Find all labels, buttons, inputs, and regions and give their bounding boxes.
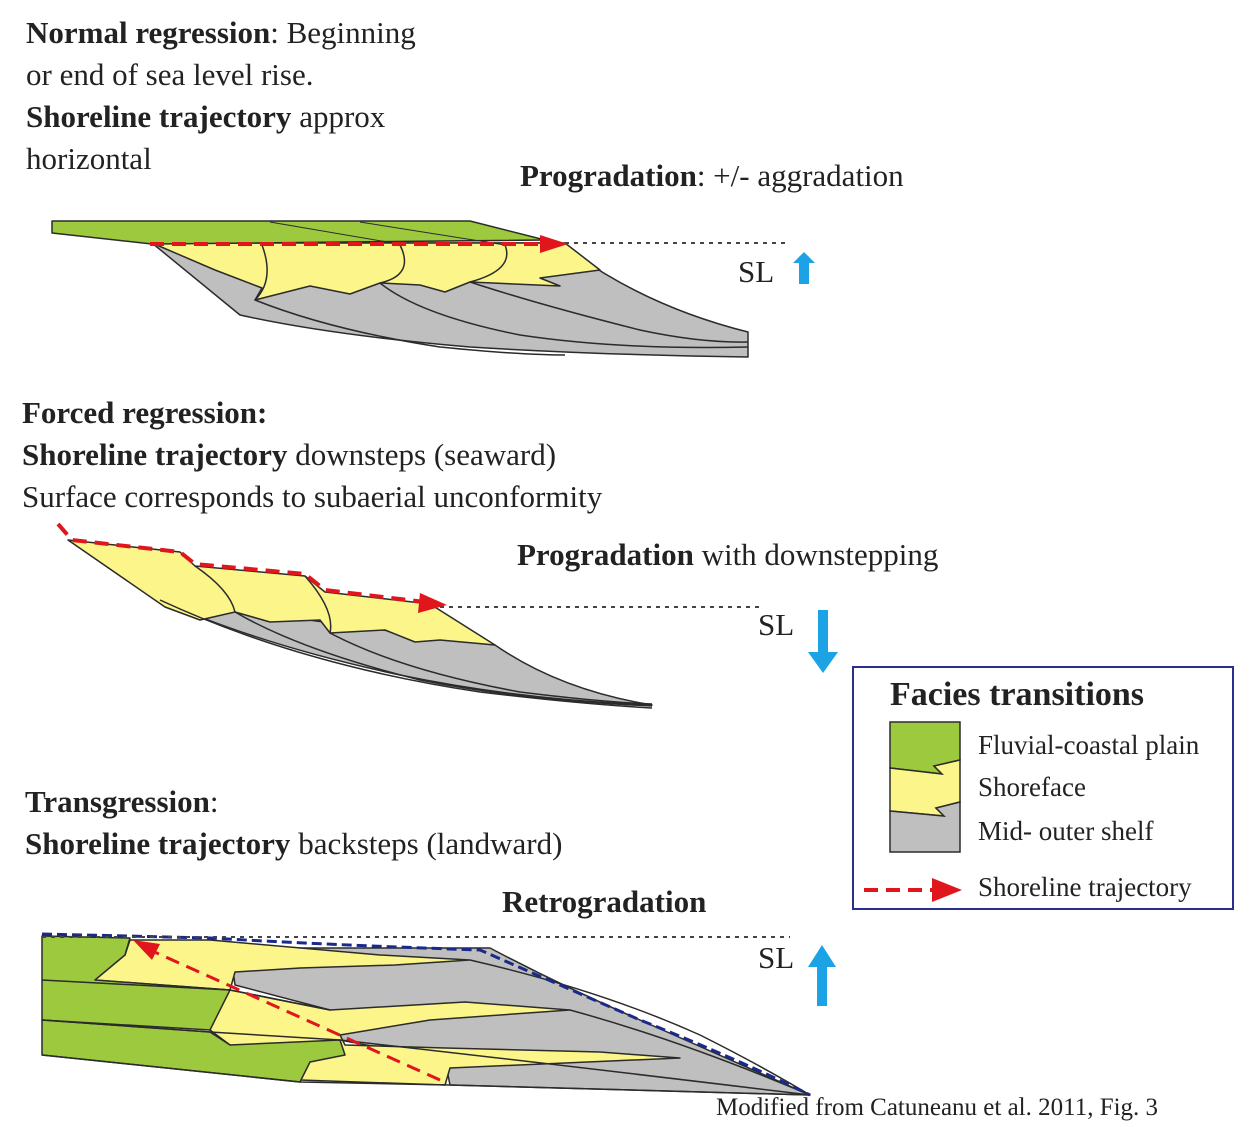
transgression-bedding-line [41,1019,811,1096]
forced-regression-process: Progradation with downstepping [517,537,938,573]
forced-sl-arrow-down [808,610,838,673]
normal-clinoform [379,244,749,349]
forced-regression-trajectory-label: Shoreline trajectory [22,437,288,472]
transgression-bedding-line [469,959,811,1096]
transgression-sl-label: SL [758,940,795,975]
normal-clinoform [269,221,506,246]
legend-item-shelf: Mid- outer shelf [978,816,1154,846]
forced-regression-line3: Surface corresponds to subaerial unconfo… [22,479,603,514]
forced-shelf-facies [159,599,653,706]
transgression-process: Retrogradation [502,884,707,919]
legend-swatches [864,721,962,902]
forced-clinoform [159,599,653,709]
forced-clinoform [194,565,653,707]
forced-regression-caption: Forced regression: Shoreline trajectory … [22,392,602,518]
source-credit: Modified from Catuneanu et al. 2011, Fig… [716,1094,1159,1121]
normal-regression-trajectory-text: approx [291,99,386,134]
transgression-trajectory-label: Shoreline trajectory [25,826,291,861]
transgression-bedding-line [41,979,331,1011]
normal-clinoform [469,244,749,343]
normal-clinoform [254,244,566,356]
forced-process-bold: Progradation [517,537,694,572]
normal-sl-arrow-up [793,252,815,284]
normal-process-bold: Progradation [520,158,697,193]
forced-regression-trajectory-text: downsteps (seaward) [287,437,557,472]
normal-process-rest: : +/- aggradation [696,158,904,193]
transgression-bedding-line [569,1009,811,1096]
transgression-caption: Transgression: Shoreline trajectory back… [25,781,562,865]
normal-regression-heading: Normal regression [26,15,271,50]
normal-regression-line2: or end of sea level rise. [26,57,314,92]
forced-regression-section [56,522,838,709]
normal-regression-caption: Normal regression: Beginning or end of s… [26,12,416,180]
normal-regression-section [51,220,815,358]
transgression-sl-arrow-up [808,945,836,1006]
normal-regression-process: Progradation: +/- aggradation [520,158,904,194]
transgression-trajectory-arrowhead [133,940,160,960]
forced-process-rest: with downstepping [693,537,939,572]
legend-item-fluvial: Fluvial-coastal plain [978,730,1200,760]
normal-regression-line4: horizontal [26,141,152,176]
normal-trajectory-arrowhead [540,235,568,253]
facies-legend: Facies transitions Fluvial-coastal plain… [852,666,1234,910]
normal-regression-heading-rest: : Beginning [270,15,416,50]
legend-item-shoreface: Shoreface [978,772,1086,802]
legend-trajectory-arrowhead [932,878,962,902]
transgression-bedding-line [41,1054,811,1096]
normal-regression-trajectory-label: Shoreline trajectory [26,99,292,134]
legend-swatch-shelf [889,801,961,853]
transgression-section [41,932,836,1097]
transgression-ravinement-surface [41,932,811,1097]
transgression-heading: Transgression [25,784,210,819]
legend-item-trajectory: Shoreline trajectory [978,872,1192,902]
normal-fluvial-facies [51,220,546,245]
transgression-shoreline-trajectory [149,948,441,1082]
forced-clinoform [304,575,653,705]
transgression-heading-rest: : [209,784,219,819]
forced-trajectory-arrowhead [418,593,447,613]
normal-sl-label: SL [738,254,775,289]
legend-title: Facies transitions [890,676,1145,713]
forced-regression-heading: Forced regression: [22,395,268,430]
forced-sl-label: SL [758,607,795,642]
transgression-trajectory-text: backsteps (landward) [290,826,563,861]
